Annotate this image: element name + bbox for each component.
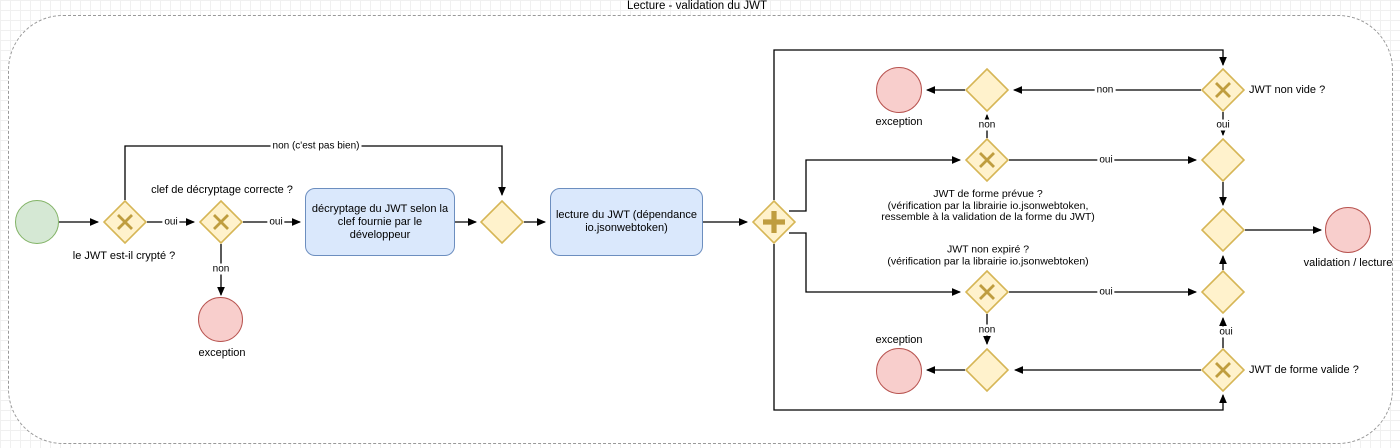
label-jwt-crypte: le JWT est-il crypté ? [72,250,176,262]
diagram-title: Lecture - validation du JWT [627,0,767,12]
start-event[interactable] [15,200,59,244]
gateway-x-clef-correcte[interactable] [198,199,244,245]
edge-label-oui-valide: oui [1217,326,1235,338]
gateway-merge-central[interactable] [1200,207,1246,253]
gateway-x-jwt-non-vide[interactable] [1200,67,1246,113]
gateway-x-jwt-crypte[interactable] [102,199,148,245]
note-forme-prevue: JWT de forme prévue ? (vérification par … [881,187,1095,223]
gateway-x-forme-prevue[interactable] [964,137,1010,183]
edge-label-non-expire: non [976,324,998,336]
exception-event-top[interactable] [876,67,922,113]
task-lecture[interactable]: lecture du JWT (dépendance io.jsonwebtok… [550,188,703,256]
gateway-merge-exception-bottom[interactable] [964,347,1010,393]
edge-label-oui-prevue: oui [1097,154,1115,166]
label-clef-correcte: clef de décryptage correcte ? [151,184,293,196]
label-validation-lecture: validation / lecture [1303,257,1393,269]
edge-label-oui-1: oui [162,216,180,228]
label-exception-bottom: exception [875,334,923,346]
edge-label-oui-vide: oui [1214,119,1232,131]
gateway-merge-decrypt[interactable] [479,199,525,245]
edge-label-oui-2: oui [267,216,285,228]
exception-event-clef[interactable] [198,297,243,342]
end-event-validation[interactable] [1325,207,1371,253]
note-non-expire: JWT non expiré ? (vérification par la li… [887,243,1089,267]
gateway-x-forme-valide[interactable] [1200,347,1246,393]
label-jwt-forme-valide: JWT de forme valide ? [1249,364,1359,376]
gateway-merge-exception-top[interactable] [964,67,1010,113]
edge-label-non-prevue: non [976,119,998,131]
label-jwt-non-vide: JWT non vide ? [1249,84,1326,96]
edge-label-non-vide: non [1094,84,1116,96]
gateway-merge-oui-bottom[interactable] [1200,269,1246,315]
label-exception-top: exception [875,116,923,128]
edge-label-non-1: non [210,263,232,275]
task-decryptage[interactable]: décryptage du JWT selon la clef fournie … [305,188,455,256]
edge-label-oui-expire: oui [1097,286,1115,298]
exception-event-bottom[interactable] [876,348,922,394]
gateway-parallel-split[interactable] [751,199,797,245]
gateway-merge-oui-top[interactable] [1200,137,1246,183]
label-exception-clef: exception [198,347,246,359]
edge-label-non-pas-bien: non (c'est pas bien) [270,140,362,152]
gateway-x-non-expire[interactable] [964,269,1010,315]
